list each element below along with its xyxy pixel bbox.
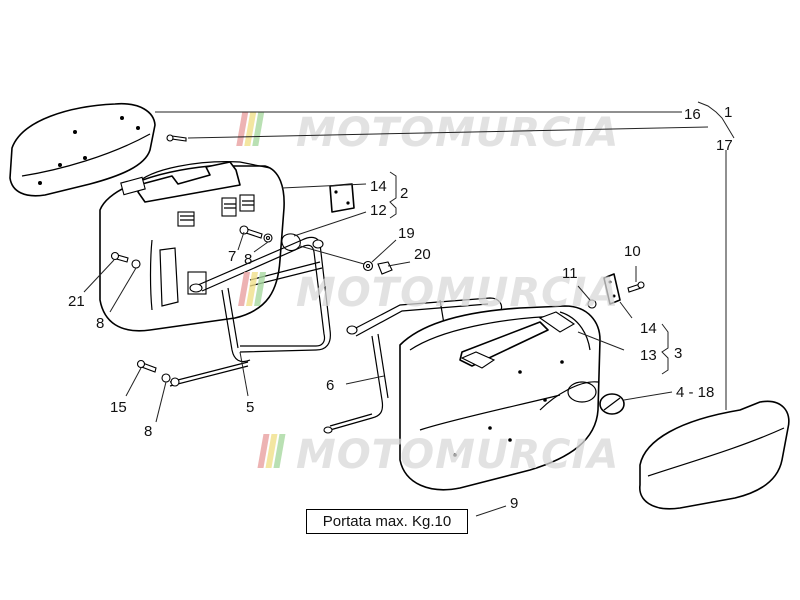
washer-11 bbox=[587, 299, 597, 309]
callout-3: 3 bbox=[674, 345, 682, 362]
callouts: 16 1 17 14 2 12 19 20 7 8 21 8 10 11 14 … bbox=[68, 104, 733, 512]
callout-6: 6 bbox=[326, 377, 334, 394]
watermark-middle: MOTOMURCIA bbox=[238, 270, 619, 316]
callout-4-18: 4 - 18 bbox=[676, 384, 714, 401]
callout-21: 21 bbox=[68, 293, 85, 310]
callout-8-top: 8 bbox=[244, 251, 252, 268]
callout-7: 7 bbox=[228, 248, 236, 265]
left-case bbox=[99, 161, 285, 332]
washer-8-left bbox=[131, 259, 141, 269]
max-load-label: Portata max. Kg.10 bbox=[306, 509, 468, 534]
callout-2: 2 bbox=[400, 185, 408, 202]
hinge-plate-top bbox=[329, 183, 355, 213]
nut-20 bbox=[377, 261, 393, 275]
washer-8-top bbox=[263, 233, 273, 243]
screw-10 bbox=[627, 281, 645, 293]
callout-20: 20 bbox=[414, 246, 431, 263]
callout-11: 11 bbox=[562, 265, 578, 282]
callout-5: 5 bbox=[246, 399, 254, 416]
callout-10: 10 bbox=[624, 243, 641, 260]
bolt-7 bbox=[239, 225, 263, 239]
callout-14-top: 14 bbox=[370, 178, 387, 195]
hinge-plate-right bbox=[603, 273, 621, 305]
bolt-21 bbox=[110, 251, 129, 263]
callout-17: 17 bbox=[716, 137, 733, 154]
callout-13: 13 bbox=[640, 347, 657, 364]
bolt-15 bbox=[136, 359, 157, 373]
callout-16: 16 bbox=[684, 106, 701, 123]
washer-8-lower bbox=[161, 373, 180, 387]
callout-15: 15 bbox=[110, 399, 127, 416]
washer-19 bbox=[362, 260, 374, 272]
callout-14-right: 14 bbox=[640, 320, 657, 337]
callout-9: 9 bbox=[510, 495, 518, 512]
watermark-top: MOTOMURCIA bbox=[236, 110, 619, 156]
left-frame bbox=[169, 236, 331, 387]
callout-19: 19 bbox=[398, 225, 415, 242]
callout-1: 1 bbox=[724, 104, 732, 121]
right-lid bbox=[639, 400, 790, 510]
left-lid bbox=[9, 102, 156, 197]
leader-lines bbox=[83, 101, 735, 517]
lid-screw bbox=[166, 134, 187, 142]
watermark-bottom: MOTOMURCIA bbox=[257, 432, 619, 478]
right-case bbox=[399, 305, 601, 491]
svg-text:MOTOMURCIA: MOTOMURCIA bbox=[296, 270, 619, 316]
svg-text:MOTOMURCIA: MOTOMURCIA bbox=[296, 110, 619, 156]
callout-12: 12 bbox=[370, 202, 387, 219]
emblem-badge bbox=[599, 393, 625, 415]
svg-text:MOTOMURCIA: MOTOMURCIA bbox=[296, 432, 619, 478]
callout-8-lower: 8 bbox=[144, 423, 152, 440]
callout-8-left: 8 bbox=[96, 315, 104, 332]
